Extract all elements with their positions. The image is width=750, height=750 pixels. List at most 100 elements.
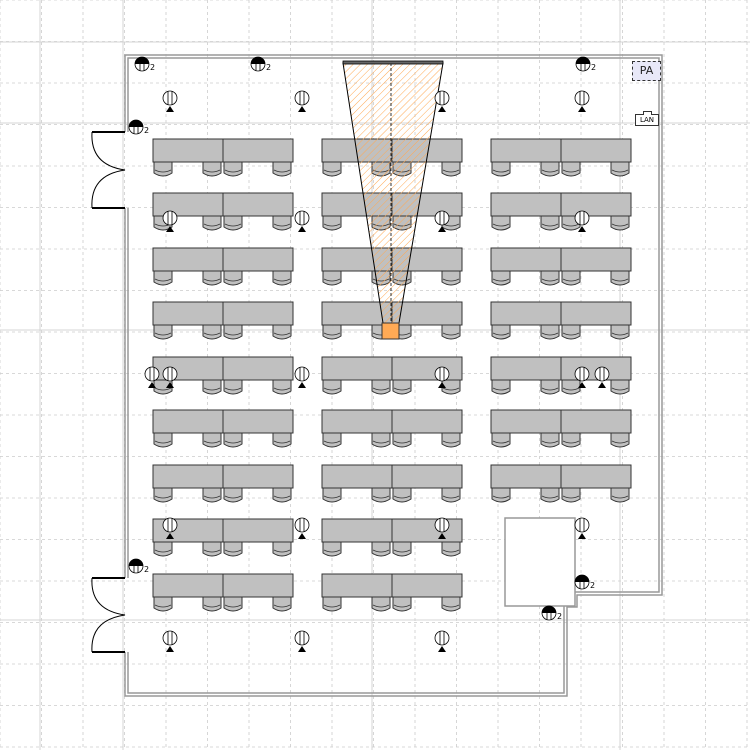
chair bbox=[392, 540, 412, 557]
outlet-icon: 2 bbox=[574, 574, 595, 590]
chair-seat bbox=[393, 604, 411, 608]
table bbox=[490, 409, 562, 434]
light-fixture-icon bbox=[162, 90, 178, 112]
table bbox=[560, 301, 632, 326]
chair-seat bbox=[541, 387, 559, 391]
chair bbox=[202, 486, 222, 503]
chair-seat bbox=[393, 549, 411, 553]
chair bbox=[561, 431, 581, 448]
chair bbox=[202, 214, 222, 231]
chair-seat bbox=[203, 440, 221, 444]
outlet-icon: 2 bbox=[250, 56, 271, 72]
outlet-count-label: 2 bbox=[144, 126, 149, 135]
chair bbox=[272, 269, 292, 286]
table-group bbox=[152, 247, 294, 286]
light-fixture-icon bbox=[434, 517, 450, 539]
light-fixture-icon bbox=[162, 517, 178, 539]
chair-seat bbox=[492, 169, 510, 173]
chair-seat bbox=[224, 278, 242, 282]
chair bbox=[153, 160, 173, 177]
chair bbox=[392, 486, 412, 503]
chair-seat bbox=[611, 169, 629, 173]
chair bbox=[491, 486, 511, 503]
outlet-icon: 2 bbox=[134, 56, 155, 72]
chair-seat bbox=[273, 278, 291, 282]
chair-seat bbox=[492, 332, 510, 336]
chair bbox=[272, 595, 292, 612]
outlet-icon: 2 bbox=[128, 119, 149, 135]
chair-seat bbox=[273, 549, 291, 553]
table bbox=[391, 301, 463, 326]
light-fixture-icon bbox=[434, 630, 450, 652]
chair bbox=[441, 323, 461, 340]
light-fixture-icon bbox=[294, 366, 310, 388]
chair bbox=[371, 595, 391, 612]
chair bbox=[202, 323, 222, 340]
chair-seat bbox=[154, 604, 172, 608]
table-group bbox=[321, 301, 463, 340]
table bbox=[560, 464, 632, 489]
chair-seat bbox=[393, 495, 411, 499]
storage-room bbox=[504, 517, 576, 607]
chair-seat bbox=[562, 495, 580, 499]
table-group bbox=[321, 409, 463, 448]
chair-seat bbox=[562, 387, 580, 391]
chair-seat bbox=[154, 495, 172, 499]
outlet-icon: 2 bbox=[541, 605, 562, 621]
chair-seat bbox=[203, 169, 221, 173]
table-group bbox=[152, 138, 294, 177]
light-fixture-icon bbox=[594, 366, 610, 388]
door-icon bbox=[91, 131, 126, 209]
table-group bbox=[321, 573, 463, 612]
table-group bbox=[152, 573, 294, 612]
table bbox=[222, 138, 294, 163]
chair bbox=[441, 160, 461, 177]
chair-seat bbox=[323, 440, 341, 444]
chair bbox=[223, 214, 243, 231]
table bbox=[222, 464, 294, 489]
chair-seat bbox=[224, 495, 242, 499]
chair bbox=[223, 431, 243, 448]
table-group bbox=[152, 409, 294, 448]
chair-seat bbox=[372, 604, 390, 608]
chair-seat bbox=[224, 223, 242, 227]
chair-seat bbox=[323, 169, 341, 173]
chair-seat bbox=[611, 387, 629, 391]
table bbox=[560, 409, 632, 434]
chair-seat bbox=[203, 223, 221, 227]
chair-seat bbox=[442, 387, 460, 391]
chair bbox=[153, 486, 173, 503]
table-group bbox=[490, 464, 632, 503]
chair bbox=[610, 214, 630, 231]
table bbox=[490, 138, 562, 163]
chair-seat bbox=[393, 387, 411, 391]
table bbox=[490, 464, 562, 489]
chair bbox=[392, 431, 412, 448]
outlet-count-label: 2 bbox=[591, 63, 596, 72]
chair bbox=[322, 214, 342, 231]
chair bbox=[223, 378, 243, 395]
chair bbox=[153, 431, 173, 448]
chair bbox=[441, 269, 461, 286]
chair-seat bbox=[541, 223, 559, 227]
table bbox=[321, 356, 393, 381]
chair bbox=[272, 160, 292, 177]
chair bbox=[441, 486, 461, 503]
chair bbox=[153, 540, 173, 557]
pa-speaker-label: PA bbox=[632, 61, 661, 81]
chair-seat bbox=[323, 332, 341, 336]
table bbox=[222, 518, 294, 543]
chair bbox=[202, 595, 222, 612]
chair-seat bbox=[611, 278, 629, 282]
chair bbox=[371, 486, 391, 503]
table-group bbox=[490, 356, 632, 395]
table-group bbox=[152, 192, 294, 231]
chair bbox=[371, 378, 391, 395]
chair bbox=[322, 486, 342, 503]
chair bbox=[491, 431, 511, 448]
outlet-count-label: 2 bbox=[144, 565, 149, 574]
light-fixture-icon bbox=[434, 366, 450, 388]
light-fixture-icon bbox=[294, 90, 310, 112]
lan-port-label: LAN bbox=[635, 111, 659, 126]
outlet-icon: 2 bbox=[128, 558, 149, 574]
